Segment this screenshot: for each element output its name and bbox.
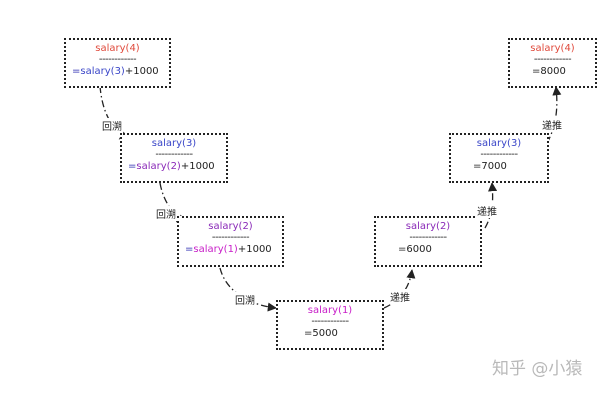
node-divider: ------------ — [211, 232, 250, 243]
node-expression: =salary(2)+1000 — [128, 160, 215, 174]
node-expression: =salary(3)+1000 — [72, 65, 159, 79]
node-result: =5000 — [304, 328, 338, 339]
expr-addend: +1000 — [124, 66, 159, 77]
node-salary3-result: salary(3) ------------ =7000 — [449, 133, 549, 183]
node-divider: ------------ — [480, 149, 518, 160]
edge-label-recurse: 递推 — [541, 117, 563, 132]
node-divider: ------------ — [409, 232, 447, 243]
expr-equals: = — [72, 66, 81, 77]
expr-addend: +1000 — [237, 244, 272, 255]
edge-label-recurse: 递推 — [389, 289, 411, 304]
node-result: =8000 — [532, 66, 566, 77]
node-salary4-call: salary(4) ------------ =salary(3)+1000 — [64, 38, 171, 88]
expr-equals: = — [185, 244, 194, 255]
watermark: 知乎 @小猿 — [492, 359, 583, 379]
arrow-backtrack-4-to-3 — [99, 85, 129, 141]
node-title: salary(4) — [95, 43, 140, 54]
edge-label-backtrack: 回溯 — [234, 292, 256, 307]
expr-addend: +1000 — [180, 161, 215, 172]
node-salary4-result: salary(4) ------------ =8000 — [508, 38, 597, 88]
arrow-recurse-3-to-4 — [546, 86, 562, 144]
node-title: salary(2) — [208, 221, 253, 232]
node-salary2-call: salary(2) ------------ =salary(1)+1000 — [177, 216, 284, 267]
node-result: =7000 — [473, 161, 507, 172]
node-salary1-base: salary(1) ------------ =5000 — [276, 300, 384, 350]
node-title: salary(2) — [405, 221, 451, 232]
edge-label-backtrack: 回溯 — [155, 206, 177, 221]
node-title: salary(1) — [307, 305, 353, 316]
node-divider: ------------ — [533, 54, 572, 65]
node-divider: ------------ — [155, 149, 193, 160]
node-divider: ------------ — [311, 316, 349, 327]
node-title: salary(4) — [530, 43, 575, 54]
node-divider: ------------ — [98, 54, 137, 65]
node-title: salary(3) — [476, 138, 522, 149]
expr-call: salary(1) — [193, 244, 238, 255]
node-title: salary(3) — [151, 138, 197, 149]
node-result: =6000 — [398, 244, 432, 255]
edge-label-backtrack: 回溯 — [101, 118, 123, 133]
expr-equals: = — [128, 161, 137, 172]
expr-call: salary(2) — [136, 161, 181, 172]
edge-label-recurse: 递推 — [476, 203, 498, 218]
node-expression: =salary(1)+1000 — [185, 243, 272, 257]
arrow-recurse-1-to-2 — [383, 269, 416, 309]
expr-call: salary(3) — [80, 66, 125, 77]
node-salary3-call: salary(3) ------------ =salary(2)+1000 — [120, 133, 228, 183]
node-salary2-result: salary(2) ------------ =6000 — [374, 216, 482, 267]
